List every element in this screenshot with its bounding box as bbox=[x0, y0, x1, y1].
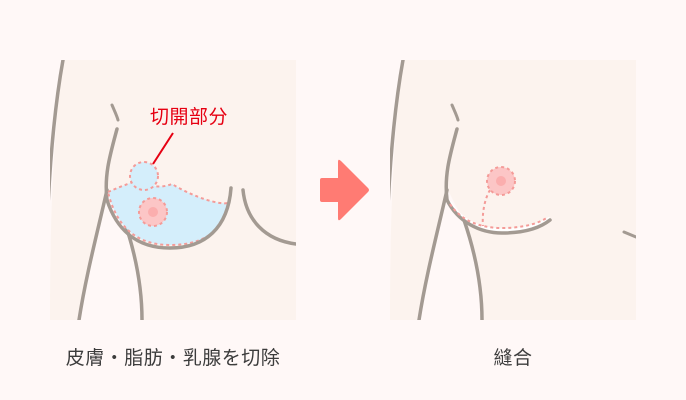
after-breast-illustration bbox=[390, 60, 636, 320]
before-illustration-panel bbox=[50, 60, 296, 320]
after-illustration-panel bbox=[390, 60, 636, 320]
incision-area-label: 切開部分 bbox=[150, 106, 229, 128]
before-caption: 皮膚・脂肪・乳腺を切除 bbox=[65, 347, 281, 369]
arrow-right-icon bbox=[320, 159, 369, 221]
after-caption: 縫合 bbox=[493, 347, 533, 369]
before-breast-illustration bbox=[50, 60, 296, 320]
